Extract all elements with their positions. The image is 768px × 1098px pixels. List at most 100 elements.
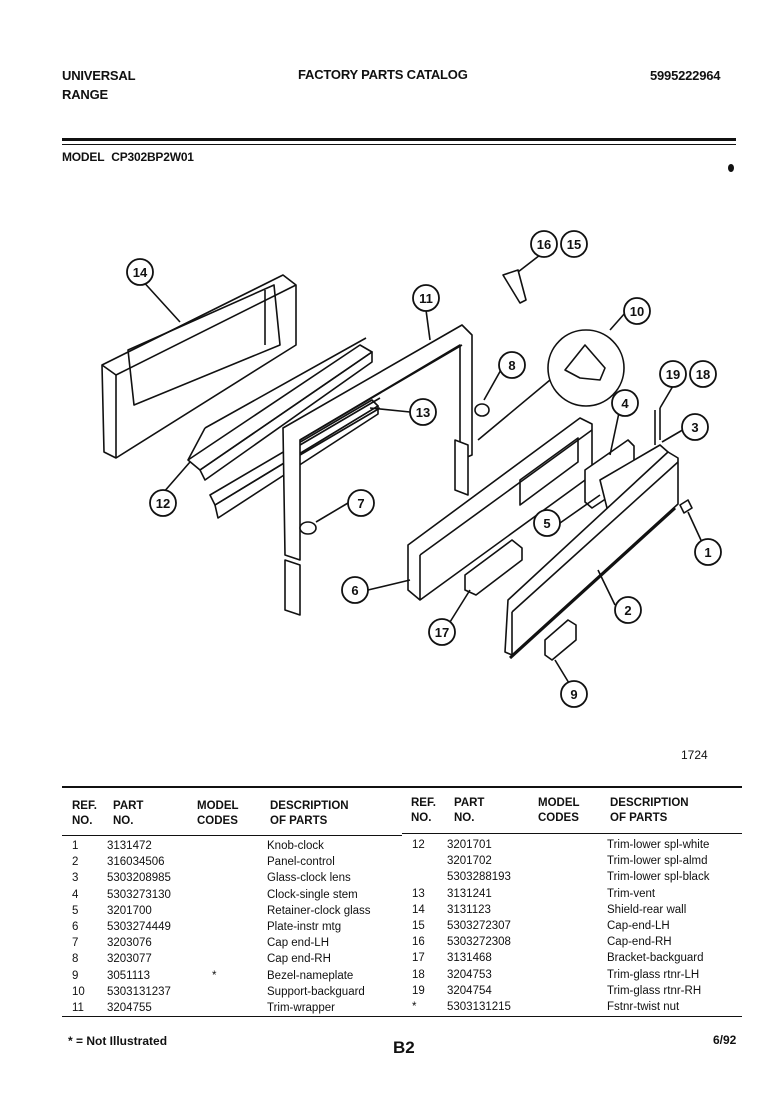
description-cell: Clock-single stem (267, 888, 358, 901)
part-no-cell: 5303131215 (447, 1000, 511, 1013)
description-cell: Trim-glass rtnr-RH (607, 984, 702, 997)
ref-cell: 15 (412, 919, 425, 932)
ref-cell: 14 (412, 903, 425, 916)
svg-text:16: 16 (537, 237, 551, 252)
description-cell: Fstnr-twist nut (607, 1000, 680, 1013)
corner-mark (728, 164, 734, 172)
part-no-cell: 3201702 (447, 855, 492, 868)
ref-cell: 3 (72, 872, 79, 885)
part-no-cell: 3201701 (447, 839, 492, 851)
svg-text:7: 7 (357, 496, 364, 511)
description-cell: Trim-vent (607, 887, 656, 900)
table-row: 13 3131241 Trim-vent (402, 886, 742, 902)
part-no-cell: 5303273130 (107, 888, 171, 901)
callout-4: 4 (611, 389, 639, 417)
part-no-cell: 3051113 (107, 969, 151, 982)
description-cell: Bezel-nameplate (267, 969, 354, 982)
description-cell: Panel-control (267, 856, 335, 869)
part-no-cell: 5303288193 (447, 871, 511, 884)
table-row: 19 3204754 Trim-glass rtnr-RH (402, 983, 742, 999)
catalog-title: FACTORY PARTS CATALOG (298, 67, 468, 82)
svg-text:19: 19 (666, 367, 680, 382)
ref-cell: 4 (72, 888, 79, 901)
table-row: 12 3201701 Trim-lower spl-white (402, 837, 742, 853)
table-row: 5303288193 Trim-lower spl-black (402, 869, 742, 885)
description-cell: Shield-rear wall (607, 903, 687, 916)
part-no-cell: 3201700 (107, 904, 152, 917)
header-rule-thin (62, 144, 736, 145)
revision-date: 6/92 (713, 1033, 737, 1047)
ref-cell: 2 (72, 856, 79, 869)
callout-2: 2 (614, 596, 642, 624)
callout-15: 15 (560, 230, 588, 258)
model-code-cell: * (212, 969, 217, 982)
table-top-rule (62, 786, 742, 788)
svg-text:4: 4 (621, 396, 629, 411)
brand-line-1: UNIVERSAL (62, 68, 136, 83)
callout-8: 8 (498, 351, 526, 379)
callout-11: 11 (412, 284, 440, 312)
description-cell: Trim-wrapper (267, 1001, 335, 1014)
svg-text:12: 12 (156, 496, 170, 511)
model-line: MODEL CP302BP2W01 (62, 150, 194, 164)
part-no-cell: 3203076 (107, 937, 152, 950)
part-no-cell: 5303274449 (107, 920, 171, 933)
exploded-parts-diagram: 14 12 11 13 7 8 16 15 10 19 18 4 3 5 6 1… (101, 230, 722, 762)
part-no-cell: 3204753 (447, 968, 492, 981)
description-cell: Support-backguard (267, 985, 365, 998)
part-no-cell: 3131472 (107, 840, 152, 852)
ref-cell: 12 (412, 839, 425, 851)
description-cell: Cap-end-RH (607, 936, 672, 949)
description-cell: Cap end-LH (267, 937, 330, 950)
th-ref-right: REF.NO. (411, 797, 436, 824)
svg-text:2: 2 (624, 603, 631, 618)
callout-16: 16 (530, 230, 558, 258)
callout-3: 3 (681, 413, 709, 441)
ref-cell: 13 (412, 887, 425, 900)
part-no-cell: 3204754 (447, 984, 492, 997)
description-cell: Retainer-clock glass (267, 904, 371, 917)
not-illustrated-note: * = Not Illustrated (68, 1034, 168, 1048)
svg-text:11: 11 (419, 291, 433, 306)
svg-text:5: 5 (543, 516, 550, 531)
table-row: 16 5303272308 Cap-end-RH (402, 934, 742, 950)
part-no-cell: 3131123 (447, 903, 491, 916)
svg-text:13: 13 (416, 405, 430, 420)
svg-text:10: 10 (630, 304, 644, 319)
callout-6: 6 (341, 576, 369, 604)
ref-cell: 16 (412, 936, 425, 949)
description-cell: Trim-lower spl-white (607, 839, 710, 851)
callout-1: 1 (694, 538, 722, 566)
svg-text:6: 6 (351, 583, 358, 598)
svg-text:9: 9 (570, 687, 577, 702)
description-cell: Trim-lower spl-black (607, 871, 710, 884)
ref-cell: 1 (72, 840, 79, 852)
header-rule-thick (62, 138, 736, 141)
svg-text:17: 17 (435, 625, 449, 640)
callout-7: 7 (347, 489, 375, 517)
part-no-cell: 5303272308 (447, 936, 511, 949)
figure-number: 1724 (681, 748, 708, 762)
ref-cell: 5 (72, 904, 79, 917)
ref-cell: 19 (412, 984, 425, 997)
description-cell: Bracket-backguard (607, 952, 704, 965)
svg-text:15: 15 (567, 237, 581, 252)
ref-cell: 8 (72, 953, 79, 966)
description-cell: Glass-clock lens (267, 872, 351, 885)
part-no-cell: 3131241 (447, 887, 492, 900)
